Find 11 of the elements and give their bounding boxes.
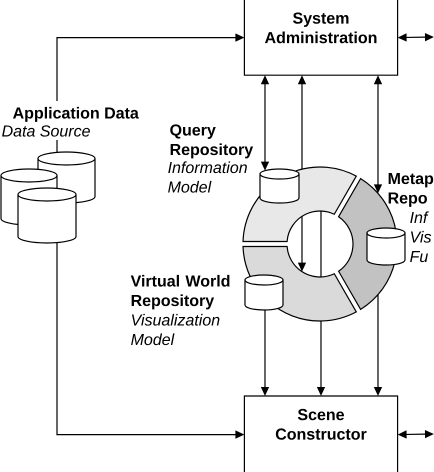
connector-line [320,211,322,277]
node-subtitle: Data Source [2,125,90,137]
node-title: Application Data [13,106,139,122]
node-subtitle: Information Model [168,161,247,193]
node-title: Query Repository [170,124,254,158]
process-box: Scene Constructor [244,395,398,472]
node-title: Metap Repo [388,173,434,207]
node-title: Virtual World Repository [130,274,230,310]
process-box: System Administration [244,0,398,76]
node-subtitle: Inf Vis Fu [410,211,432,262]
node-subtitle: Visualization Model [131,314,220,346]
